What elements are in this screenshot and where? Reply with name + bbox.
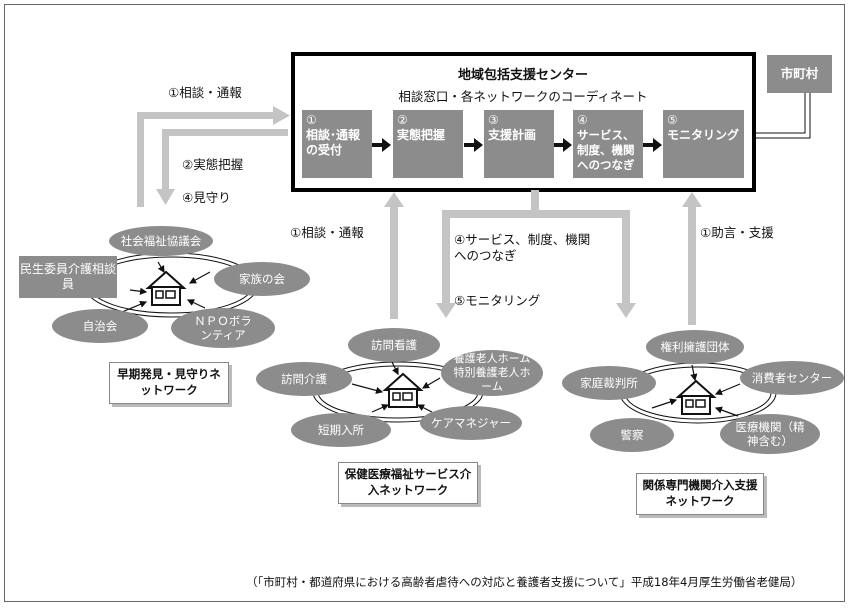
flow-label-mid-consult: ①相談・通報 (290, 225, 364, 240)
municipality-connector-2 (754, 92, 811, 139)
municipality-connector (754, 92, 806, 134)
center-title: 地域包括支援センター (457, 68, 588, 83)
network-label-professional: 関係専門機関介入支援ネットワーク (636, 473, 764, 515)
step-label: 相談･通報の受付 (306, 128, 361, 157)
member-care: 訪問介護 (256, 362, 352, 396)
member-residents: 自治会 (52, 309, 148, 343)
step-consult: ① 相談･通報の受付 (302, 110, 372, 178)
flow-label-left-watch: ④見守り (182, 190, 231, 205)
flow-label-left-survey: ②実態把握 (182, 157, 244, 172)
step-label: サービス、制度、機関へのつなぎ (577, 128, 635, 172)
member-consumer: 消費者センター (740, 361, 844, 395)
member-rights: 権利擁護団体 (646, 330, 744, 364)
step-survey: ② 実態把握 (393, 110, 463, 178)
member-home: 養護老人ホーム特別養護老人ホーム (441, 350, 543, 396)
member-police: 警察 (590, 418, 674, 452)
citation-text: （「市町村・都道府県における高齢者虐待への対応と養護者支援について」平成18年4… (246, 575, 803, 589)
house-icon (675, 379, 717, 415)
house-icon (382, 372, 424, 408)
step-connect: ④ サービス、制度、機関へのつなぎ (573, 110, 643, 178)
member-short: 短期入所 (291, 413, 391, 447)
member-court: 家庭裁判所 (562, 366, 656, 400)
step-number: ③ (488, 113, 499, 127)
middle-flow-arrows (384, 190, 702, 325)
member-npo: ＮＰＯボランティア (171, 308, 275, 348)
step-label: 支援計画 (488, 128, 537, 142)
member-council: 社会福祉協議会 (109, 226, 213, 256)
step-number: ② (397, 113, 408, 127)
member-manager: ケアマネジャー (420, 406, 522, 440)
network-label-early: 早期発見・見守りネットワーク (109, 362, 229, 404)
step-label: モニタリング (667, 128, 740, 142)
small-arrows (121, 261, 741, 417)
step-number: ④ (577, 113, 588, 127)
left-flow-arrows (137, 106, 290, 207)
diagram-frame (4, 4, 845, 602)
step-arrows (372, 138, 662, 152)
member-family: 家族の会 (214, 262, 310, 296)
flow-label-mid-monitoring: ⑤モニタリング (454, 293, 541, 308)
step-number: ⑤ (667, 113, 678, 127)
step-plan: ③ 支援計画 (484, 110, 554, 178)
flow-label-right-advice: ①助言・支援 (700, 225, 774, 240)
step-label: 実態把握 (397, 128, 446, 142)
member-nursing: 訪問看護 (348, 328, 440, 362)
network-label-health: 保健医療福祉サービス介入ネットワーク (338, 462, 478, 504)
flow-label-left-consult: ①相談・通報 (168, 85, 242, 100)
center-subtitle: 相談窓口・各ネットワークのコーディネート (398, 89, 648, 104)
flow-label-mid-services: ④サービス、制度、機関へのつなぎ (454, 232, 591, 263)
member-medical: 医療機関（精神含む） (720, 414, 820, 454)
member-commissioner: 民生委員介護相談員 (19, 256, 117, 298)
house-icon (145, 270, 187, 306)
municipality-box: 市町村 (767, 55, 832, 93)
step-number: ① (306, 113, 317, 127)
step-monitoring: ⑤ モニタリング (663, 110, 744, 178)
